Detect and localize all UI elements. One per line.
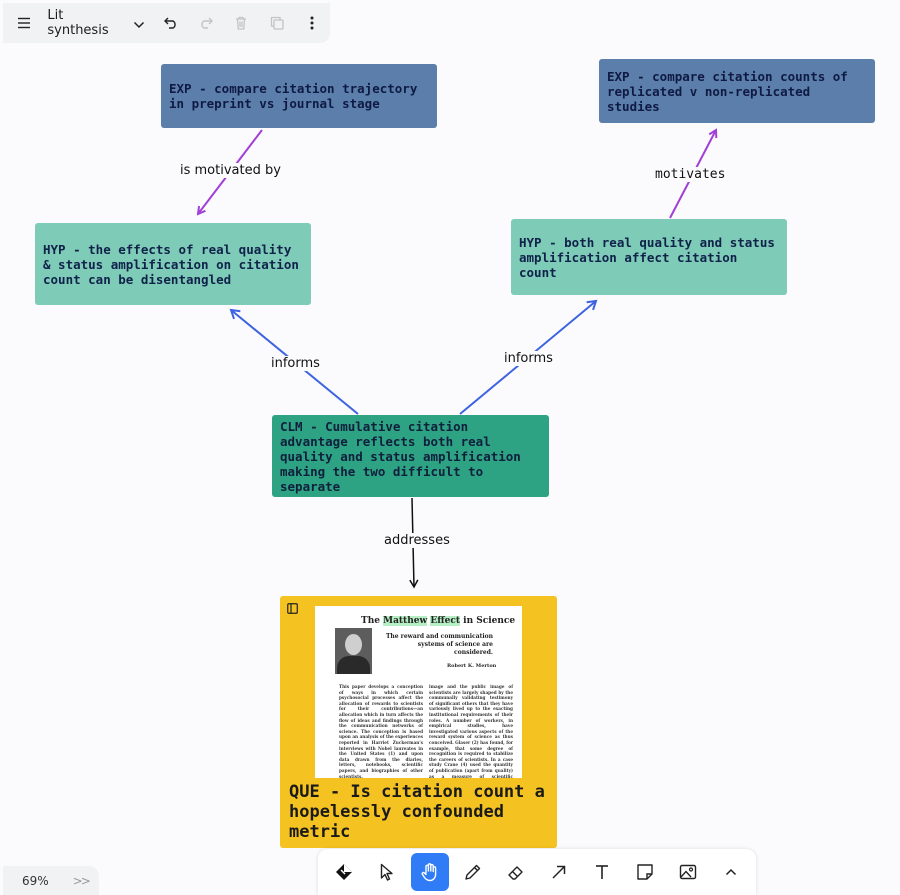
arrow-icon[interactable]	[540, 853, 578, 891]
hand-icon[interactable]	[410, 853, 449, 891]
paper-title: The Matthew Effect in Science	[361, 614, 515, 629]
expand-icon[interactable]: >>	[72, 873, 91, 888]
text-icon[interactable]	[583, 853, 621, 891]
bottom-toolbar	[318, 849, 756, 895]
paper-author: Robert K. Merton	[447, 663, 497, 669]
chevron-up-icon[interactable]	[712, 853, 750, 891]
edge-label-motivates[interactable]: motivates	[653, 167, 728, 182]
undo-icon[interactable]	[153, 5, 188, 41]
top-toolbar: Lit synthesis	[3, 3, 330, 43]
node-exp-preprint[interactable]: EXP - compare citation trajectory in pre…	[161, 64, 437, 128]
duplicate-icon[interactable]	[259, 5, 294, 41]
document-title-dropdown[interactable]: Lit synthesis	[41, 8, 153, 38]
paper-title-rest: in Science	[463, 616, 516, 626]
node-text: EXP - compare citation trajectory in pre…	[169, 81, 418, 111]
zoom-level[interactable]: 69%	[22, 873, 49, 888]
node-hyp-disentangled[interactable]: HYP - the effects of real quality & stat…	[35, 223, 311, 305]
pencil-icon[interactable]	[454, 853, 492, 891]
chevron-down-icon	[133, 14, 145, 33]
node-text: EXP - compare citation counts of replica…	[607, 68, 848, 114]
node-que-confounded[interactable]: The Matthew Effect in Science The reward…	[280, 596, 557, 848]
node-exp-replicated[interactable]: EXP - compare citation counts of replica…	[599, 59, 875, 123]
edge-label-is-motivated-by[interactable]: is motivated by	[178, 163, 283, 178]
node-text: CLM - Cumulative citation advantage refl…	[280, 418, 521, 494]
eraser-icon[interactable]	[497, 853, 535, 891]
select-icon[interactable]	[368, 853, 406, 891]
more-vertical-icon[interactable]	[295, 5, 330, 41]
sidebar-toggle-icon[interactable]	[287, 602, 298, 617]
document-title: Lit synthesis	[47, 8, 109, 38]
edge-label-informs-left[interactable]: informs	[269, 356, 322, 371]
sticker-icon[interactable]	[325, 853, 363, 891]
author-photo	[335, 628, 372, 674]
redo-icon[interactable]	[188, 5, 223, 41]
paper-thumbnail[interactable]: The Matthew Effect in Science The reward…	[315, 606, 522, 778]
zoom-control[interactable]: 69% >>	[3, 866, 99, 895]
edge-label-informs-right[interactable]: informs	[502, 351, 555, 366]
paper-subtitle: The reward and communication systems of …	[385, 633, 493, 656]
node-text: HYP - both real quality and status ampli…	[519, 234, 775, 280]
paper-title-word: The	[361, 616, 380, 626]
hamburger-icon[interactable]	[6, 5, 41, 41]
paper-column-2: image and the public image of scientists…	[429, 684, 513, 778]
edge-label-addresses[interactable]: addresses	[382, 533, 452, 548]
trash-icon[interactable]	[224, 5, 259, 41]
paper-title-highlight: Matthew	[383, 616, 428, 626]
node-hyp-both[interactable]: HYP - both real quality and status ampli…	[511, 219, 787, 295]
node-text: QUE - Is citation count a hopelessly con…	[289, 782, 545, 842]
image-icon[interactable]	[669, 853, 707, 891]
node-text: HYP - the effects of real quality & stat…	[43, 241, 299, 287]
paper-column-1: This paper develops a conception of ways…	[339, 684, 423, 778]
note-icon[interactable]	[626, 853, 664, 891]
paper-title-highlight: Effect	[430, 616, 461, 626]
node-clm-cumulative[interactable]: CLM - Cumulative citation advantage refl…	[272, 415, 549, 497]
